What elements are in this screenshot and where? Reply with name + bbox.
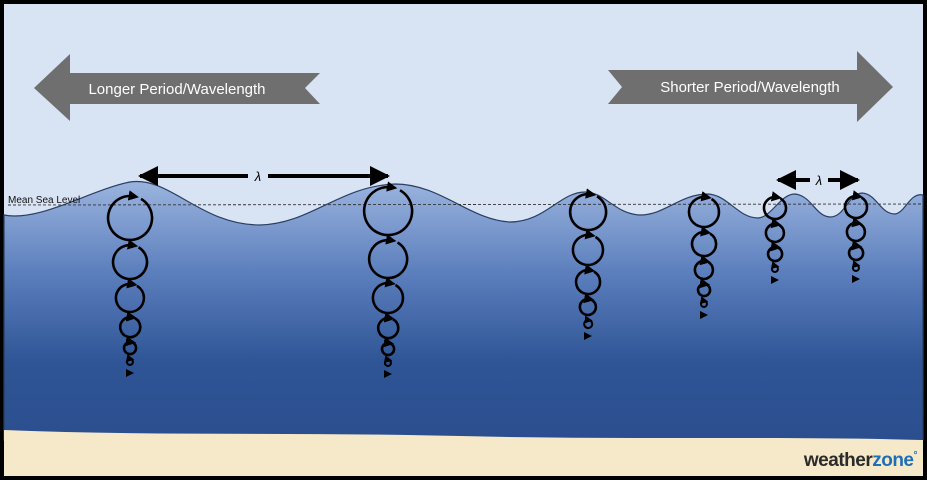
- orbit-circle-col2-1: [362, 181, 414, 237]
- water-particle-orbits: [106, 181, 869, 378]
- orbit-circle-col6-4: [851, 260, 861, 272]
- longer-period-arrow: [34, 54, 320, 121]
- orbit-tail-col3: [584, 332, 592, 340]
- orbit-circle-col1-2: [111, 239, 149, 281]
- orbit-circle-col1-1: [106, 190, 154, 242]
- mean-sea-level-label: Mean Sea Level: [8, 195, 80, 206]
- orbit-circle-col2-6: [383, 355, 393, 367]
- orbit-circle-col3-2: [571, 229, 605, 267]
- orbit-circle-col5-3: [766, 241, 784, 263]
- orbit-circle-col3-5: [583, 315, 594, 330]
- orbit-circle-col2-2: [367, 234, 409, 280]
- orbit-circle-col5-4: [770, 261, 780, 273]
- orbit-tail-col2: [384, 370, 392, 378]
- orbit-circle-col4-1: [687, 191, 721, 229]
- weatherzone-logo: weatherzone°: [803, 450, 918, 471]
- sand-bed: [4, 430, 923, 476]
- shorter-period-arrow: [608, 51, 893, 122]
- orbit-circle-col3-1: [568, 188, 608, 232]
- orbit-circle-col4-4: [696, 278, 712, 298]
- water-body: [3, 180, 924, 441]
- orbit-tail-col4: [700, 311, 708, 319]
- orbit-tail-col6: [852, 275, 860, 283]
- orbit-circle-col1-3: [114, 278, 146, 314]
- short-wavelength-lambda: λ: [815, 173, 822, 188]
- orbit-circle-col1-5: [122, 336, 138, 356]
- orbit-circle-col2-3: [371, 277, 405, 315]
- longer-period-label: Longer Period/Wavelength: [88, 81, 265, 98]
- shorter-period-label: Shorter Period/Wavelength: [660, 79, 840, 96]
- mean-sea-level-line: [7, 203, 924, 206]
- orbit-circle-col2-5: [380, 337, 396, 357]
- orbit-circle-col6-3: [847, 240, 865, 262]
- orbit-tail-col1: [126, 369, 134, 377]
- orbit-circle-col4-5: [699, 296, 709, 308]
- long-wavelength-lambda: λ: [254, 169, 261, 184]
- orbit-tail-col5: [771, 276, 779, 284]
- orbit-circle-col3-4: [578, 293, 598, 317]
- orbit-circle-col1-6: [125, 354, 135, 366]
